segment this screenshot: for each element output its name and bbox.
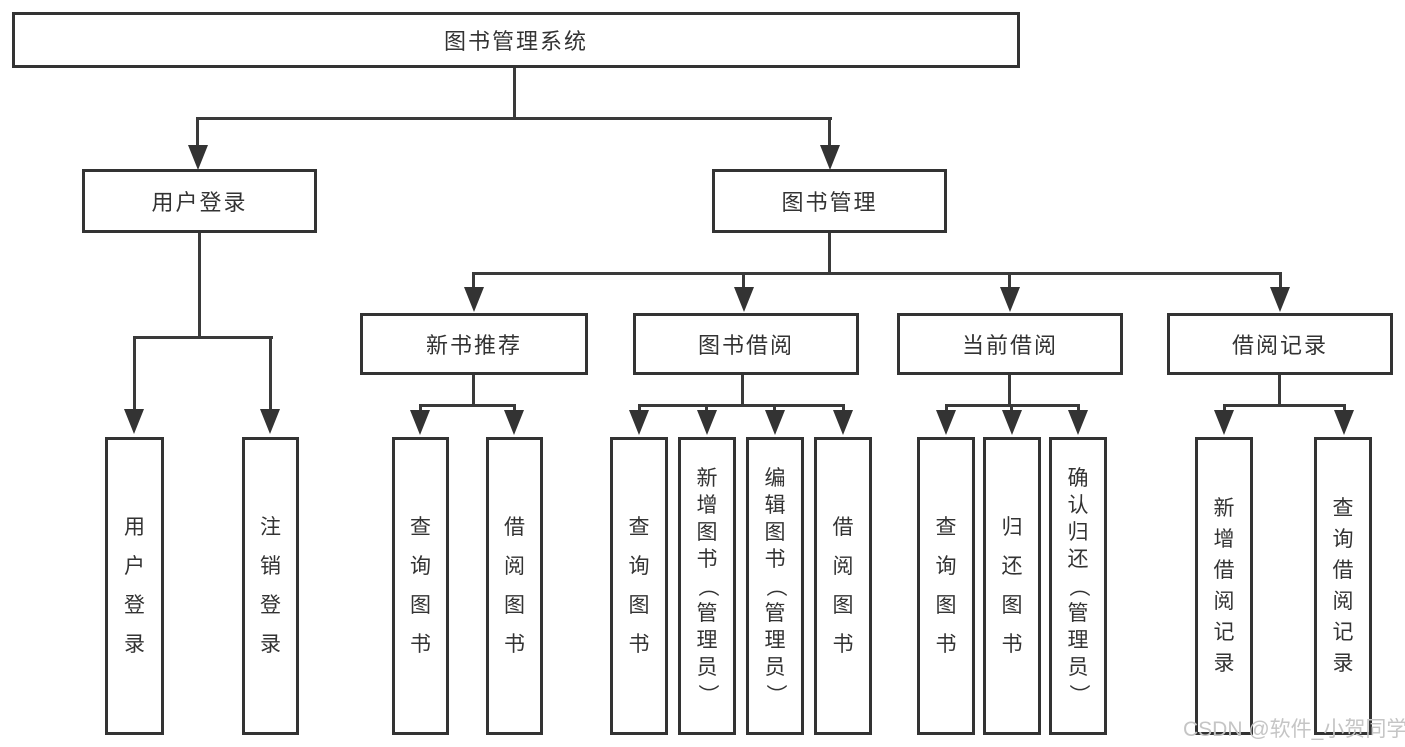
connector-line [513,404,516,414]
arrowhead [410,410,430,435]
connector-line [1077,404,1080,414]
arrowhead [504,410,524,435]
leaf-add-borrow-record: 新增借阅记录 [1195,437,1253,735]
leaf-borrow-books-recommend: 借阅图书 [486,437,543,735]
arrowhead [936,410,956,435]
arrowhead [734,287,754,312]
arrowhead [260,409,280,434]
connector-line [269,336,272,410]
arrowhead [833,410,853,435]
connector-line [1223,404,1346,407]
node-book-management: 图书管理 [712,169,947,233]
leaf-logout: 注销登录 [242,437,299,735]
root-node-library-system: 图书管理系统 [12,12,1020,68]
connector-line [197,117,832,120]
connector-line [1343,404,1346,414]
connector-line [1010,404,1013,414]
leaf-confirm-return-admin: 确认归还（管理员） [1049,437,1107,735]
connector-line [842,404,845,414]
connector-line [705,404,708,414]
connector-line [1008,272,1011,290]
arrowhead [765,410,785,435]
connector-line [1279,272,1282,290]
arrowhead [124,409,144,434]
connector-line [419,404,422,414]
arrowhead [464,287,484,312]
connector-line [638,404,845,407]
connector-line [473,272,1282,275]
connector-line [742,272,745,290]
node-new-book-recommend: 新书推荐 [360,313,588,375]
leaf-add-book-admin: 新增图书（管理员） [678,437,736,735]
node-current-borrowing: 当前借阅 [897,313,1123,375]
arrowhead [1270,287,1290,312]
connector-line [133,336,136,410]
arrowhead [629,410,649,435]
arrowhead [1002,410,1022,435]
node-user-login: 用户登录 [82,169,317,233]
arrowhead [188,145,208,170]
connector-line [1008,375,1011,405]
arrowhead [1000,287,1020,312]
csdn-watermark: CSDN @软件_小贺同学 [1183,718,1405,741]
arrowhead [697,410,717,435]
leaf-user-login: 用户登录 [105,437,164,735]
arrowhead [1068,410,1088,435]
connector-line [472,375,475,405]
connector-line [741,375,744,405]
connector-line [945,404,948,414]
connector-line [419,404,516,407]
arrowhead [1214,410,1234,435]
connector-line [472,272,475,290]
connector-line [638,404,641,414]
connector-line [196,117,199,149]
leaf-query-books-borrow: 查询图书 [610,437,668,735]
connector-line [1278,375,1281,405]
leaf-borrow-books: 借阅图书 [814,437,872,735]
connector-line [828,233,831,273]
connector-line [828,117,831,149]
connector-line [133,336,273,339]
node-book-borrowing: 图书借阅 [633,313,859,375]
leaf-query-books-current: 查询图书 [917,437,975,735]
arrowhead [820,145,840,170]
leaf-query-books-recommend: 查询图书 [392,437,449,735]
arrowhead [1334,410,1354,435]
connector-line [1223,404,1226,414]
node-borrow-records: 借阅记录 [1167,313,1393,375]
leaf-edit-book-admin: 编辑图书（管理员） [746,437,804,735]
connector-line [513,68,516,118]
connector-line [773,404,776,414]
leaf-return-book: 归还图书 [983,437,1041,735]
leaf-query-borrow-record: 查询借阅记录 [1314,437,1372,735]
connector-line [198,233,201,337]
